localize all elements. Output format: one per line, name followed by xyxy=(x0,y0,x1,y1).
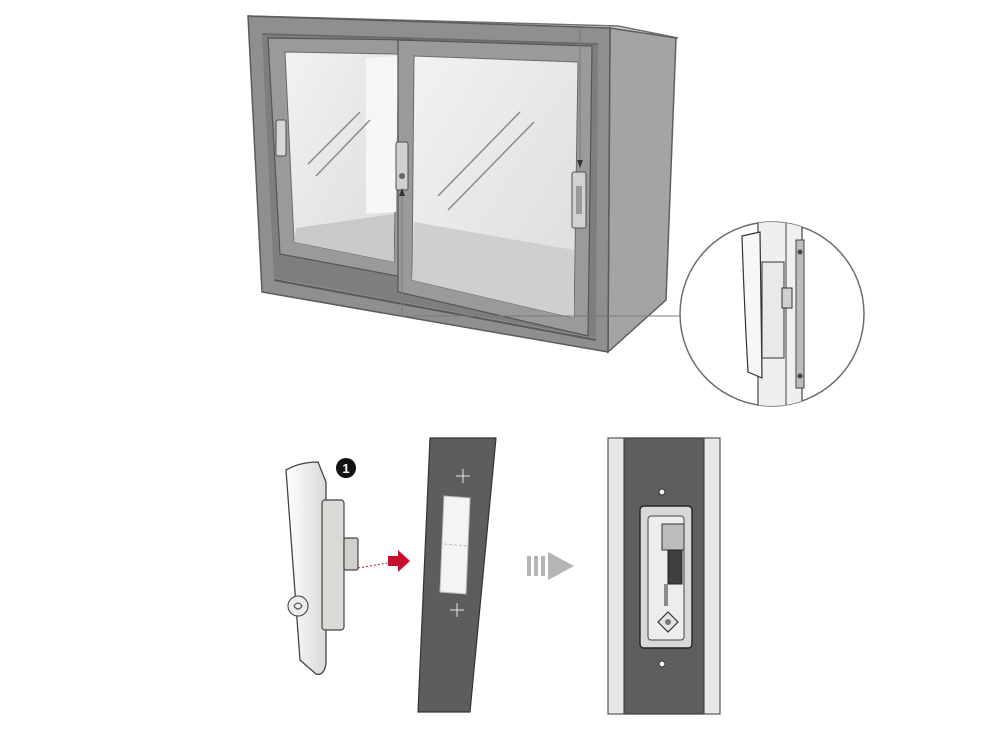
cabinet-interior-back xyxy=(366,56,398,214)
installed-latch xyxy=(667,549,683,585)
bottom-rail xyxy=(273,279,597,341)
step-number: 1 xyxy=(342,461,349,476)
glass-reflection-left-1 xyxy=(307,111,361,165)
magnified-lock-cam xyxy=(761,261,785,359)
lock-body-block xyxy=(321,499,345,631)
detail-magnifier xyxy=(679,221,865,407)
mounting-hole-top xyxy=(456,469,470,483)
mounting-hole-bottom xyxy=(450,603,464,617)
strike-plate-slot xyxy=(576,186,582,214)
callout-leader-line-center xyxy=(401,196,682,317)
leader-arrow-down-icon xyxy=(577,160,583,168)
glass-reflection-right-1 xyxy=(437,111,521,197)
glass-reflection-left-2 xyxy=(315,119,371,177)
grey-arrow-right-icon xyxy=(527,552,574,580)
lock-housing xyxy=(285,461,327,675)
magnified-screw-top xyxy=(797,249,803,255)
cabinet-interior-floor xyxy=(294,214,394,262)
lock-keyhole-icon xyxy=(287,595,309,617)
installed-lock-cam xyxy=(661,523,685,551)
red-arrow-right-icon xyxy=(388,550,410,572)
center-lock xyxy=(395,141,409,191)
installed-lock-view xyxy=(607,437,721,715)
lock-cam-tongue xyxy=(343,537,359,571)
glass-reflection-right-2 xyxy=(447,121,535,211)
leader-arrow-up-icon xyxy=(399,188,405,196)
installed-screw-bottom xyxy=(658,660,666,668)
sliding-door-cabinet xyxy=(247,15,682,354)
door-frame-profile xyxy=(417,437,497,713)
center-lock-keyhole-icon xyxy=(399,173,405,179)
left-door-handle xyxy=(275,119,287,157)
cabinet-side-panel xyxy=(607,27,677,354)
magnified-lock-body xyxy=(741,231,763,379)
top-rail xyxy=(261,33,599,45)
step-badge-1: 1 xyxy=(336,458,356,478)
cabinet-interior-floor-right xyxy=(412,222,574,318)
installed-screw-top xyxy=(658,488,666,496)
cam-lock-part xyxy=(285,461,359,675)
magnified-screw-bottom xyxy=(797,373,803,379)
magnified-frame-post xyxy=(795,239,805,389)
